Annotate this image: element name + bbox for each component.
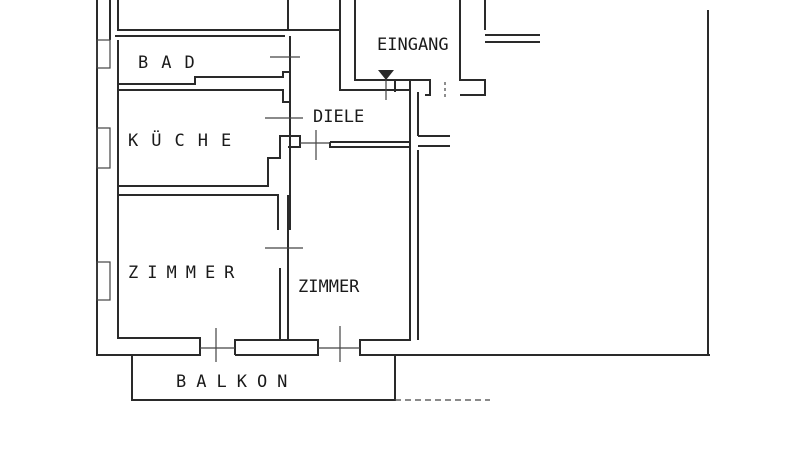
walls	[96, 0, 710, 401]
entrance-marker-icon	[378, 70, 394, 80]
room-label-balkon: BALKON	[176, 372, 297, 392]
room-labels: BAD KÜCHE DIELE EINGANG ZIMMER ZIMMER BA…	[128, 35, 449, 392]
door-marks	[200, 56, 446, 362]
room-label-zimmer-right: ZIMMER	[298, 277, 360, 297]
room-label-kueche: KÜCHE	[128, 129, 244, 151]
room-label-eingang: EINGANG	[377, 35, 449, 55]
room-label-bad: BAD	[138, 53, 208, 73]
room-label-zimmer-left: ZIMMER	[128, 263, 243, 283]
room-label-diele: DIELE	[313, 107, 364, 127]
